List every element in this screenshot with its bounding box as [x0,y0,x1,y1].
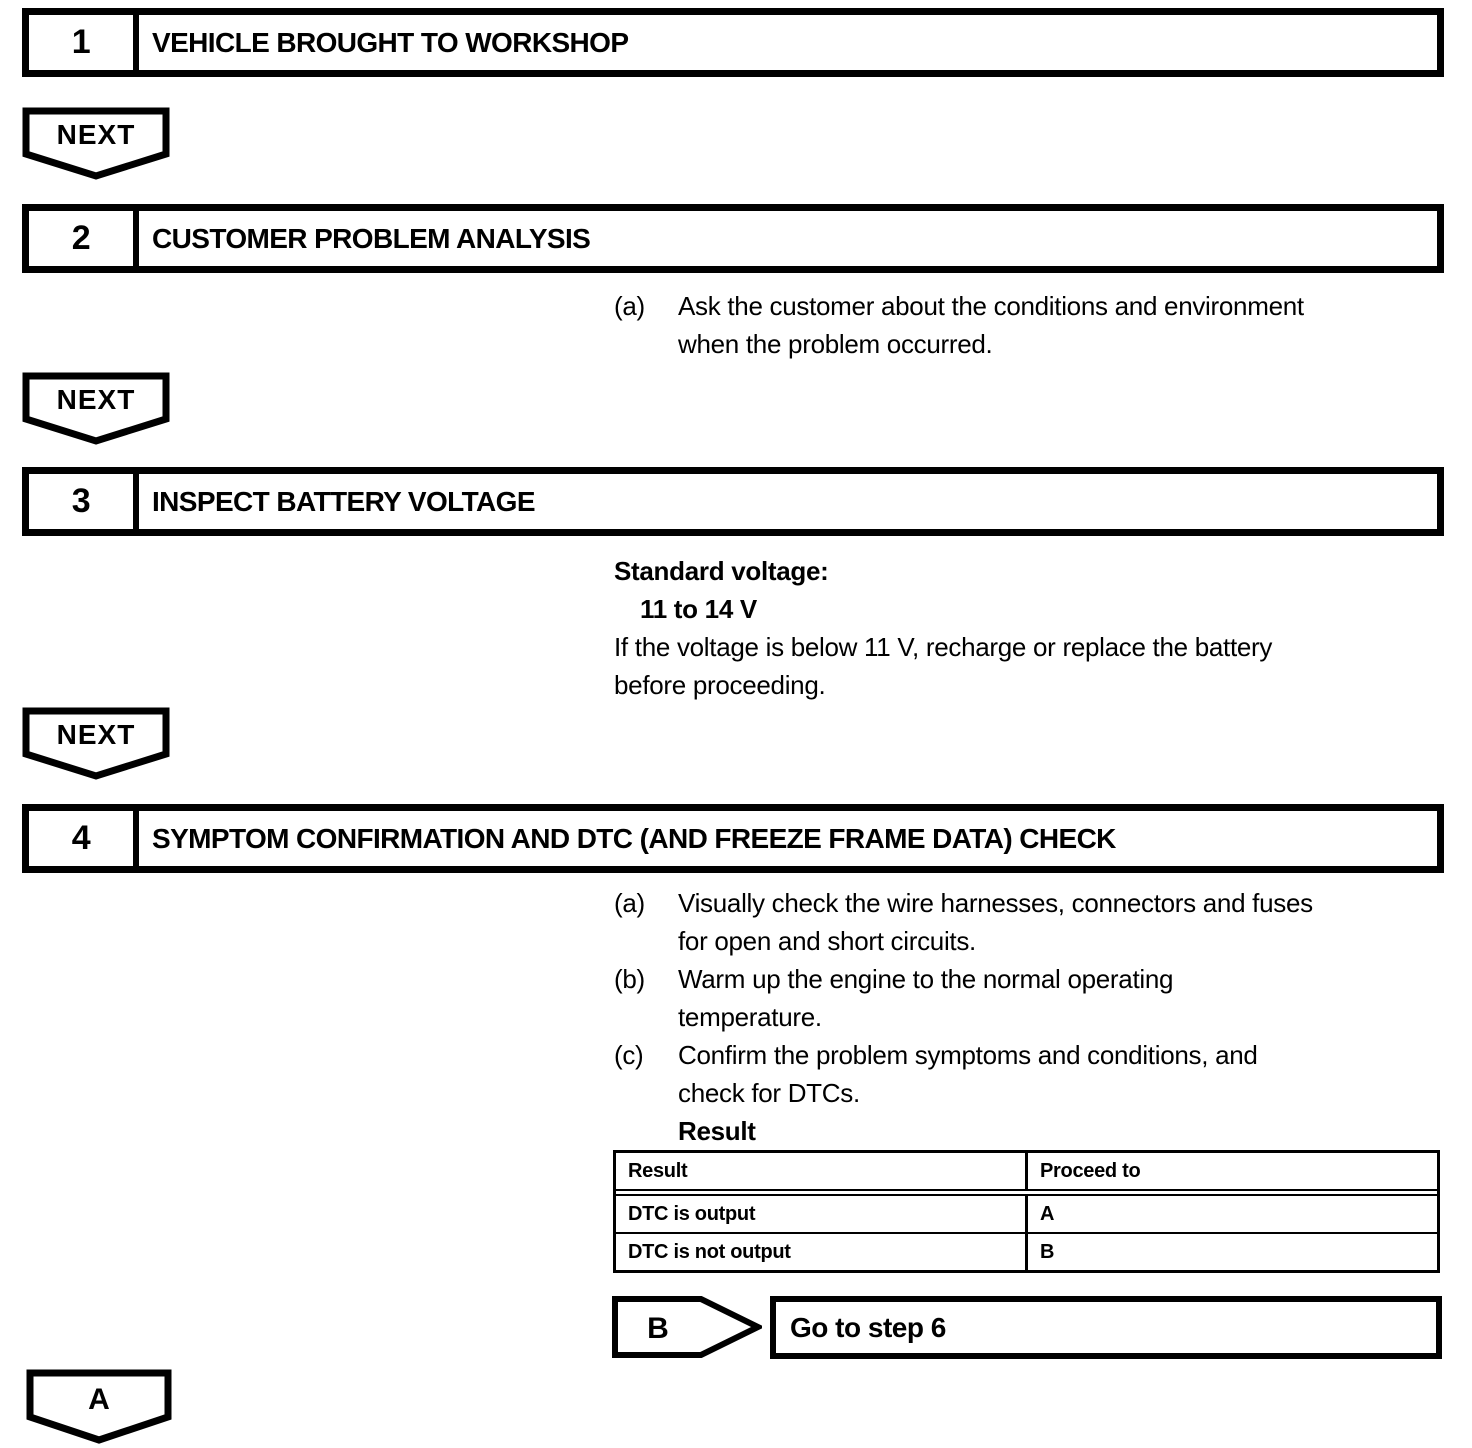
step-number: 3 [29,474,139,529]
connector-a-label: A [88,1383,110,1416]
table-row: DTC is output A [616,1196,1437,1234]
step-box-2: 2 CUSTOMER PROBLEM ANALYSIS [22,204,1444,273]
branch-label: B [647,1312,669,1345]
note-line: check for DTCs. [678,1078,860,1108]
next-arrow-shape [22,372,170,445]
next-arrow-shape [22,707,170,780]
step-title: INSPECT BATTERY VOLTAGE [152,485,535,517]
step-box-1: 1 VEHICLE BROUGHT TO WORKSHOP [22,8,1444,77]
result-table: Result Proceed to DTC is output A DTC is… [613,1150,1440,1273]
table-cell-proceed: A [1040,1202,1055,1225]
step-box-3: 3 INSPECT BATTERY VOLTAGE [22,467,1444,536]
note-item-a: (a) Visually check the wire harnesses, c… [614,884,1444,960]
note-line: temperature. [678,1002,822,1032]
list-marker: (a) [614,888,645,918]
spec-value: 11 to 14 V [640,594,757,624]
step-title: SYMPTOM CONFIRMATION AND DTC (AND FREEZE… [152,822,1116,854]
table-cell-result: DTC is output [616,1196,1028,1232]
note-line: If the voltage is below 11 V, recharge o… [614,632,1273,662]
branch-b-connector: B [612,1296,762,1358]
result-label: Result [678,1116,756,1146]
next-label: NEXT [57,119,136,150]
list-marker: (a) [614,291,645,321]
note-line: before proceeding. [614,670,826,700]
connector-a: A [26,1369,172,1444]
step-number: 4 [29,811,139,866]
list-marker: (b) [614,964,645,994]
note-line: Confirm the problem symptoms and conditi… [678,1040,1258,1070]
step2-notes: (a) Ask the customer about the condition… [614,287,1444,363]
branch-arrow-shape [612,1296,762,1358]
note-line: Visually check the wire harnesses, conne… [678,888,1313,918]
step3-notes: Standard voltage: 11 to 14 V If the volt… [614,552,1444,704]
table-cell-result: DTC is not output [616,1234,1028,1270]
next-label: NEXT [57,384,136,415]
next-arrow-shape [22,107,170,180]
next-connector-1: NEXT [22,107,170,180]
table-header-row: Result Proceed to [616,1153,1437,1196]
step4-notes: (a) Visually check the wire harnesses, c… [614,884,1444,1150]
note-line: for open and short circuits. [678,926,976,956]
note-lines: Confirm the problem symptoms and conditi… [678,1036,1444,1112]
next-connector-3: NEXT [22,707,170,780]
list-marker: (c) [614,1040,644,1070]
note-line: Warm up the engine to the normal operati… [678,964,1174,994]
go-to-step-box: Go to step 6 [770,1296,1442,1359]
note-line: Ask the customer about the conditions an… [678,291,1304,321]
step-title: VEHICLE BROUGHT TO WORKSHOP [152,26,629,58]
note-lines: Visually check the wire harnesses, conne… [678,884,1444,960]
note-item-b: (b) Warm up the engine to the normal ope… [614,960,1444,1036]
note-lines: Ask the customer about the conditions an… [678,287,1444,363]
spec-heading: Standard voltage: [614,556,829,586]
table-row: DTC is not output B [616,1234,1437,1270]
connector-a-shape [26,1369,172,1444]
table-cell-proceed: B [1040,1240,1055,1263]
step-title: CUSTOMER PROBLEM ANALYSIS [152,222,591,254]
note-lines: Warm up the engine to the normal operati… [678,960,1444,1036]
column-header-proceed-to: Proceed to [1040,1159,1141,1182]
step-box-4: 4 SYMPTOM CONFIRMATION AND DTC (AND FREE… [22,804,1444,873]
column-header-result: Result [616,1153,1028,1189]
note-item-c: (c) Confirm the problem symptoms and con… [614,1036,1444,1112]
note-item-a: (a) Ask the customer about the condition… [614,287,1444,363]
step-number: 1 [29,15,139,70]
next-connector-2: NEXT [22,372,170,445]
next-label: NEXT [57,719,136,750]
step-number: 2 [29,211,139,266]
note-line: when the problem occurred. [678,329,993,359]
go-to-step-text: Go to step 6 [790,1311,946,1343]
